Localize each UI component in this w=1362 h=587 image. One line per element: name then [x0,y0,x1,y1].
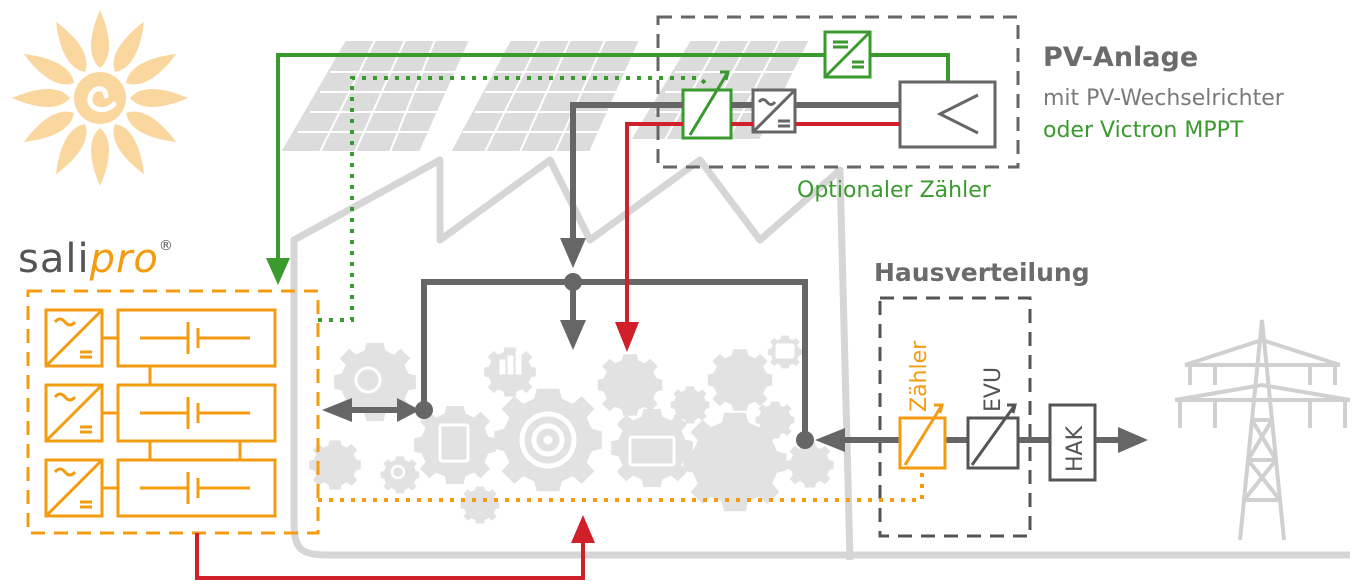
brand-name-part1: sali [18,236,90,282]
pv-system-alternative: oder Victron MPPT [1043,118,1244,143]
optional-meter-icon [681,30,872,140]
gray-ac-lines [350,102,1118,443]
pv-system-box [656,15,1020,169]
meter-label: Zähler [907,340,932,412]
power-tower-icon [1174,319,1351,541]
pv-system-subtitle: mit PV-Wechselrichter [1043,86,1284,111]
green-ac-line [276,53,950,322]
salipro-logo: salipro® [18,236,174,282]
pv-system-title: PV-Anlage [1043,42,1199,73]
sun-logo-icon [12,10,188,186]
arrow-right-icon [397,398,420,422]
arrow-down-icon [560,238,586,268]
house-distribution-box [878,296,1032,538]
arrow-left-icon [322,398,352,422]
arrow-right-icon [1118,427,1148,453]
brand-name-part2: pro [89,236,159,282]
registered-mark: ® [158,238,174,254]
red-dc-lines [195,122,900,580]
orange-meter-line [318,470,924,502]
meter-icon [898,403,947,470]
utility-label: EVU [981,367,1006,412]
green-arrow-down-icon [266,258,290,285]
utility-meter-icon [966,403,1020,470]
arrow-left-icon [815,428,845,452]
arrow-down-icon [560,320,586,350]
salipro-storage-system [26,289,320,535]
house-connection-box [1048,403,1097,482]
pv-inverter-icon [751,80,997,149]
arrow-up-icon [571,515,595,543]
arrow-down-icon [615,322,639,352]
connection-label: HAK [1063,425,1088,472]
house-distribution-title: Hausverteilung [874,258,1090,287]
business-gears-icon [309,335,834,524]
optional-meter-label: Optionaler Zähler [797,178,991,203]
